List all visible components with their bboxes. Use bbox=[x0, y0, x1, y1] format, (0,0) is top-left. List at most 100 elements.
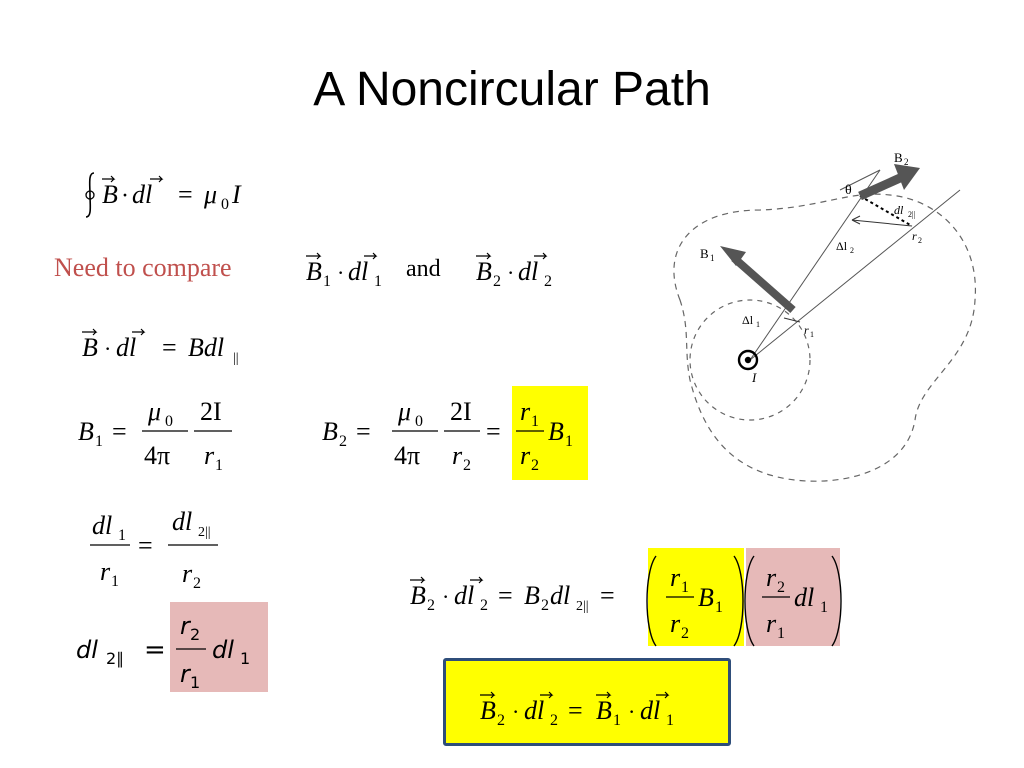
delta-l2-label: Δl bbox=[836, 239, 848, 253]
b-symbol: B bbox=[102, 180, 118, 209]
dl-parallel-symbol: dl bbox=[550, 581, 570, 610]
four-pi: 4π bbox=[394, 441, 420, 470]
b2-lhs-subscript: 2 bbox=[339, 433, 347, 450]
mu-subscript: 0 bbox=[165, 413, 173, 430]
r1-r2-b1-highlight bbox=[648, 548, 744, 646]
dot-operator: · bbox=[507, 260, 514, 285]
b1-arrowhead-icon bbox=[720, 246, 746, 266]
dot-operator: · bbox=[512, 699, 519, 724]
b2-subscript: 2 bbox=[427, 597, 435, 614]
four-pi: 4π bbox=[144, 441, 170, 470]
compare-b2-dl2: B 2 · dl 2 bbox=[474, 244, 574, 301]
vector-arrow bbox=[132, 328, 146, 336]
b1-lhs-subscript: 1 bbox=[95, 433, 103, 450]
need-to-compare-text: Need to compare bbox=[54, 253, 232, 282]
combined-eq-svg: B 2 · dl 2 = B 2 dl 2|| = r 1 r 2 B 1 r … bbox=[410, 555, 842, 647]
dot-operator: · bbox=[104, 336, 111, 361]
ratio-eq-svg: dl 1 r 1 = dl 2|| r 2 bbox=[90, 507, 218, 592]
result-box: B 2 · dl 2 = B 1 · dl 1 bbox=[443, 658, 731, 746]
b1-vector bbox=[731, 254, 796, 314]
dl2-symbol: dl bbox=[524, 696, 544, 725]
current-label: I bbox=[751, 370, 757, 385]
vector-arrow bbox=[540, 691, 554, 699]
dl2-symbol: dl bbox=[518, 257, 538, 286]
vector-arrow bbox=[470, 576, 484, 584]
b2-subscript: 2 bbox=[497, 712, 505, 729]
dl1-symbol: dl bbox=[92, 511, 112, 540]
r2-r1-dl1-highlight bbox=[746, 548, 840, 646]
equals-sign: = bbox=[568, 696, 583, 725]
mu-symbol: μ bbox=[397, 397, 411, 426]
vector-arrow bbox=[410, 576, 426, 584]
r1-symbol: r bbox=[204, 441, 215, 470]
dl2-parallel-equation: dl 2∥ = r 2 r 1 dl 1 bbox=[74, 604, 274, 701]
b2-label-subscript: 2 bbox=[904, 157, 909, 167]
r1-symbol: r bbox=[670, 563, 681, 592]
dl1-subscript: 1 bbox=[118, 527, 126, 544]
dl2-subscript: 2 bbox=[550, 712, 558, 729]
radial-line-inner bbox=[749, 169, 881, 361]
r1-label: r bbox=[804, 323, 809, 337]
b1-subscript: 1 bbox=[715, 599, 723, 616]
current-dot bbox=[744, 356, 752, 364]
contour-circle bbox=[85, 190, 95, 200]
dl2-eq-svg: dl 2∥ = r 2 r 1 dl 1 bbox=[76, 612, 250, 692]
bdl-symbol: Bdl bbox=[188, 333, 224, 362]
r2-subscript: 2 bbox=[190, 625, 200, 644]
r1-subscript: 1 bbox=[681, 579, 689, 596]
parallel-subscript: 2|| bbox=[576, 599, 589, 614]
b1-label-subscript: 1 bbox=[710, 253, 715, 263]
noncircular-path bbox=[673, 193, 976, 482]
ampere-law-equation: B · dl = μ 0 I bbox=[80, 165, 280, 232]
dot-operator: · bbox=[628, 699, 635, 724]
left-paren bbox=[646, 555, 657, 647]
vector-arrow bbox=[476, 252, 492, 260]
contour-integral-sign bbox=[85, 172, 95, 218]
ratio-equation: dl 1 r 1 = dl 2|| r 2 bbox=[88, 500, 238, 607]
ampere-law-svg: B · dl = μ 0 I bbox=[85, 172, 242, 218]
compare-b1-svg: B 1 · dl 1 bbox=[306, 252, 382, 290]
noncircular-path-diagram: B 2 B 1 θ dl 2|| Δl 2 r 2 Δl 1 r 1 I bbox=[673, 150, 976, 482]
vector-arrow bbox=[480, 691, 496, 699]
r1-subscript: 1 bbox=[777, 625, 785, 642]
dl1-subscript: 1 bbox=[820, 599, 828, 616]
radial-line-outer bbox=[749, 189, 961, 361]
vector-arrow bbox=[656, 691, 670, 699]
b1-lhs: B bbox=[78, 417, 94, 446]
delta-l1-label-subscript: 1 bbox=[756, 320, 760, 329]
dot-operator: · bbox=[121, 183, 129, 209]
b2-equation: B 2 = μ 0 4π 2I r 2 = r 1 r 2 B 1 bbox=[320, 388, 590, 485]
two-i: 2I bbox=[200, 397, 222, 426]
b1-eq-svg: B 1 = μ 0 4π 2I r 1 bbox=[78, 397, 232, 474]
compare-b1-dl1: B 1 · dl 1 bbox=[304, 244, 404, 301]
r2-label: r bbox=[912, 229, 917, 243]
r2-subscript: 2 bbox=[463, 457, 471, 474]
right-paren bbox=[831, 555, 842, 647]
equals-sign: = bbox=[178, 180, 193, 209]
b2-symbol: B bbox=[480, 696, 496, 725]
current-symbol: I bbox=[231, 180, 242, 209]
parallel-subscript: || bbox=[233, 351, 239, 366]
vector-arrow bbox=[150, 175, 164, 183]
b1-equation: B 1 = μ 0 4π 2I r 1 bbox=[76, 388, 246, 485]
dl2-parallel-label-subscript: 2|| bbox=[908, 210, 915, 219]
b2-label: B bbox=[894, 150, 903, 165]
equals-sign: = bbox=[112, 417, 127, 446]
r1-subscript: 1 bbox=[111, 573, 119, 590]
r1-symbol: r bbox=[766, 609, 777, 638]
dot-operator: · bbox=[337, 260, 344, 285]
b2-magnitude: B bbox=[524, 581, 540, 610]
mu-symbol: μ bbox=[203, 180, 217, 209]
r2-subscript: 2 bbox=[193, 575, 201, 592]
dl2-symbol: dl bbox=[172, 507, 192, 536]
left-paren bbox=[744, 555, 755, 647]
right-paren bbox=[733, 555, 744, 647]
dl2-parallel-label: dl bbox=[894, 203, 904, 217]
b1-symbol: B bbox=[548, 417, 564, 446]
parallel-subscript: 2∥ bbox=[106, 649, 124, 668]
dl1-subscript: 1 bbox=[374, 273, 382, 290]
vector-arrow bbox=[82, 328, 98, 336]
r2-symbol: r bbox=[670, 609, 681, 638]
r2-symbol: r bbox=[452, 441, 463, 470]
dl-symbol: dl bbox=[116, 333, 136, 362]
